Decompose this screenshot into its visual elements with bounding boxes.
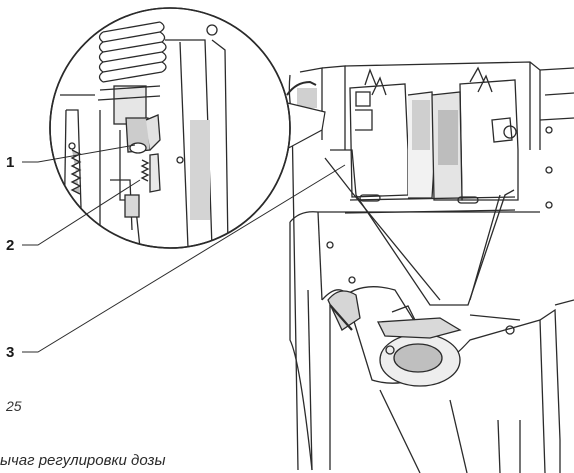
figure-caption: ычаг регулировки дозы <box>0 452 166 469</box>
leader-line-2 <box>22 179 141 246</box>
machine-body <box>286 61 574 473</box>
leader-line-1 <box>22 144 136 163</box>
callout-label-2: 2 <box>6 237 15 254</box>
leader-line-3 <box>22 164 346 353</box>
callout-label-3: 3 <box>6 344 15 361</box>
detail-magnifier <box>49 7 291 249</box>
leader-lines <box>22 144 346 353</box>
figure-number: 25 <box>6 398 22 414</box>
callout-label-1: 1 <box>6 154 15 171</box>
